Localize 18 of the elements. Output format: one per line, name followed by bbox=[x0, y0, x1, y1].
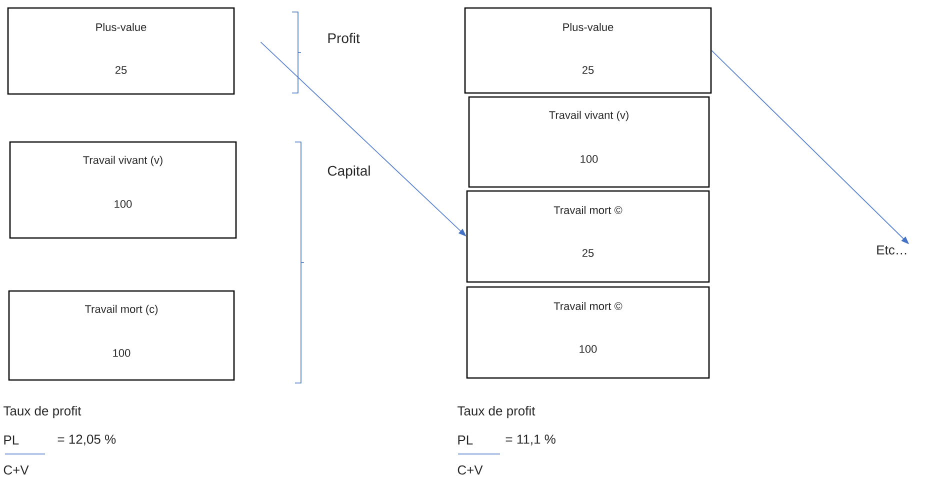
label: Taux de profit bbox=[458, 406, 536, 418]
label: C+V bbox=[4, 465, 29, 475]
label: = 11,1 % bbox=[506, 434, 556, 446]
label: Taux de profit bbox=[4, 406, 82, 418]
label: Capital bbox=[328, 165, 370, 179]
label: PL bbox=[458, 436, 473, 444]
label: Profit bbox=[328, 32, 360, 44]
value-box: Travail vivant (v) 100 bbox=[468, 96, 710, 188]
value-box: Travail vivant (v) 100 bbox=[9, 141, 237, 239]
value-box: Plus-value 25 bbox=[464, 7, 712, 94]
value-box: Travail mort © 25 bbox=[466, 190, 710, 283]
etc-text: Etc… bbox=[877, 245, 906, 255]
label: PL bbox=[4, 436, 19, 444]
value-box: Travail mort (c) 100 bbox=[8, 290, 235, 381]
label: C+V bbox=[458, 465, 483, 475]
value-box: Travail mort © 100 bbox=[466, 286, 710, 379]
value-box: Plus-value 25 bbox=[7, 7, 235, 95]
label: = 12,05 % bbox=[58, 434, 116, 446]
